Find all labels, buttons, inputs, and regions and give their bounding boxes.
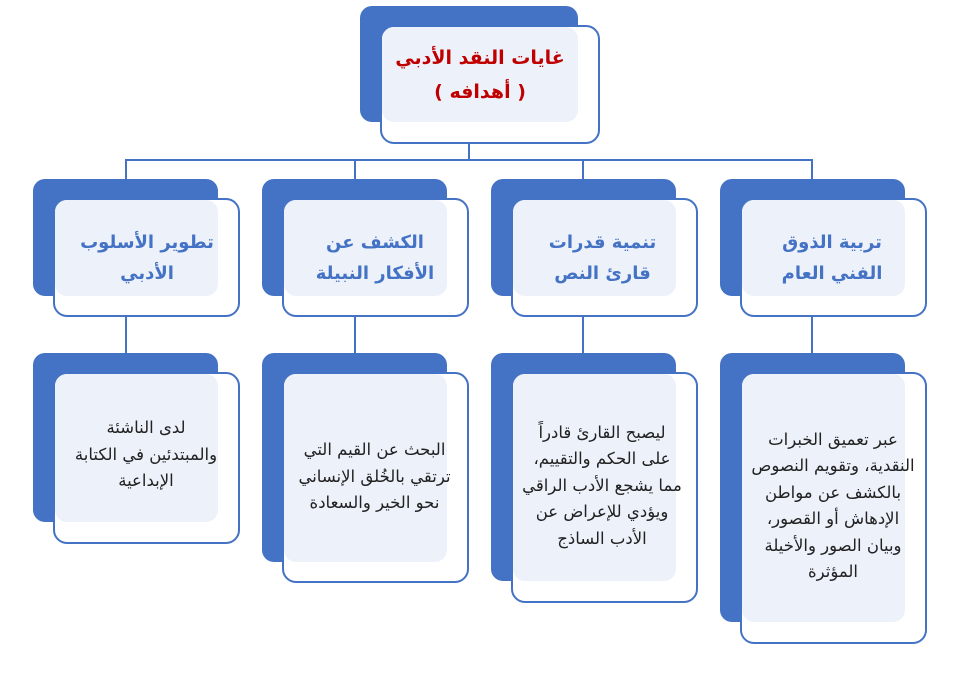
connector: [582, 317, 584, 353]
connector: [125, 159, 127, 179]
goal-title: الكشف عن الأفكار النبيلة: [315, 232, 435, 284]
connector: [811, 159, 813, 179]
goal-description: عبر تعميق الخبرات النقدية، وتقويم النصوص…: [751, 429, 915, 582]
connector: [354, 159, 356, 179]
connector: [354, 317, 356, 353]
connector: [125, 317, 127, 353]
goal-description: ليصبح القارئ قادراً على الحكم والتقييم، …: [522, 422, 682, 548]
root-subtitle: ( أهدافه ): [434, 81, 526, 103]
goal-description: لدى الناشئة والمبتدئين في الكتابة الإبدا…: [74, 418, 218, 491]
connector: [125, 159, 813, 161]
connector: [811, 317, 813, 353]
goal-title: تربية الذوق الفني العام: [781, 232, 883, 284]
goal-title: تطوير الأسلوب الأدبي: [80, 232, 214, 284]
connector: [582, 159, 584, 179]
goal-description: البحث عن القيم التي ترتقي بالخُلق الإنسا…: [298, 440, 451, 513]
goal-title: تنمية قدرات قارئ النص: [548, 232, 657, 284]
root-title: غايات النقد الأدبي: [395, 47, 565, 69]
